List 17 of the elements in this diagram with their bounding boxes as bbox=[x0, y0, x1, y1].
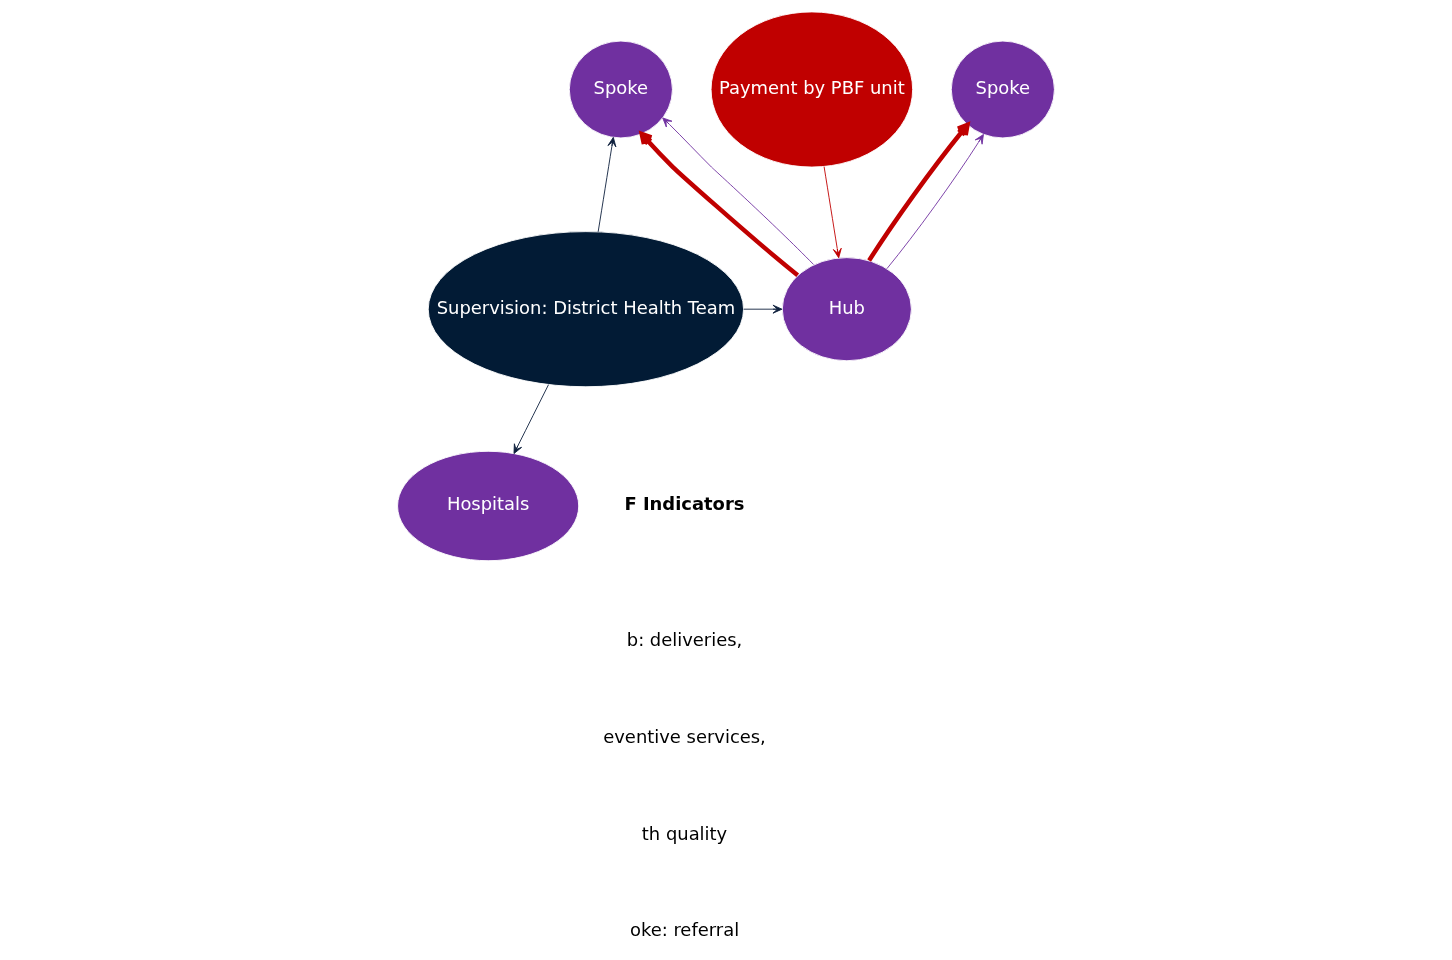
node-ellipse: Hospitals bbox=[397, 450, 580, 562]
label: b: deliveries, bbox=[626, 628, 743, 650]
node-ellipse: Supervision: District Health Team bbox=[427, 231, 744, 388]
arrow bbox=[823, 166, 842, 259]
arrow bbox=[867, 122, 970, 262]
label: eventive services, bbox=[603, 725, 766, 747]
arrow bbox=[662, 117, 815, 265]
arrow bbox=[639, 131, 800, 277]
arrow bbox=[597, 136, 617, 233]
arrow bbox=[743, 304, 783, 314]
node-ellipse: Payment by PBF unit bbox=[710, 11, 914, 168]
arrow bbox=[886, 134, 984, 270]
label: th quality bbox=[641, 822, 728, 844]
node-ellipse: Hub bbox=[781, 257, 912, 362]
arrow bbox=[513, 384, 549, 454]
label: oke: referral bbox=[629, 919, 740, 941]
label: F Indicators bbox=[624, 492, 745, 514]
